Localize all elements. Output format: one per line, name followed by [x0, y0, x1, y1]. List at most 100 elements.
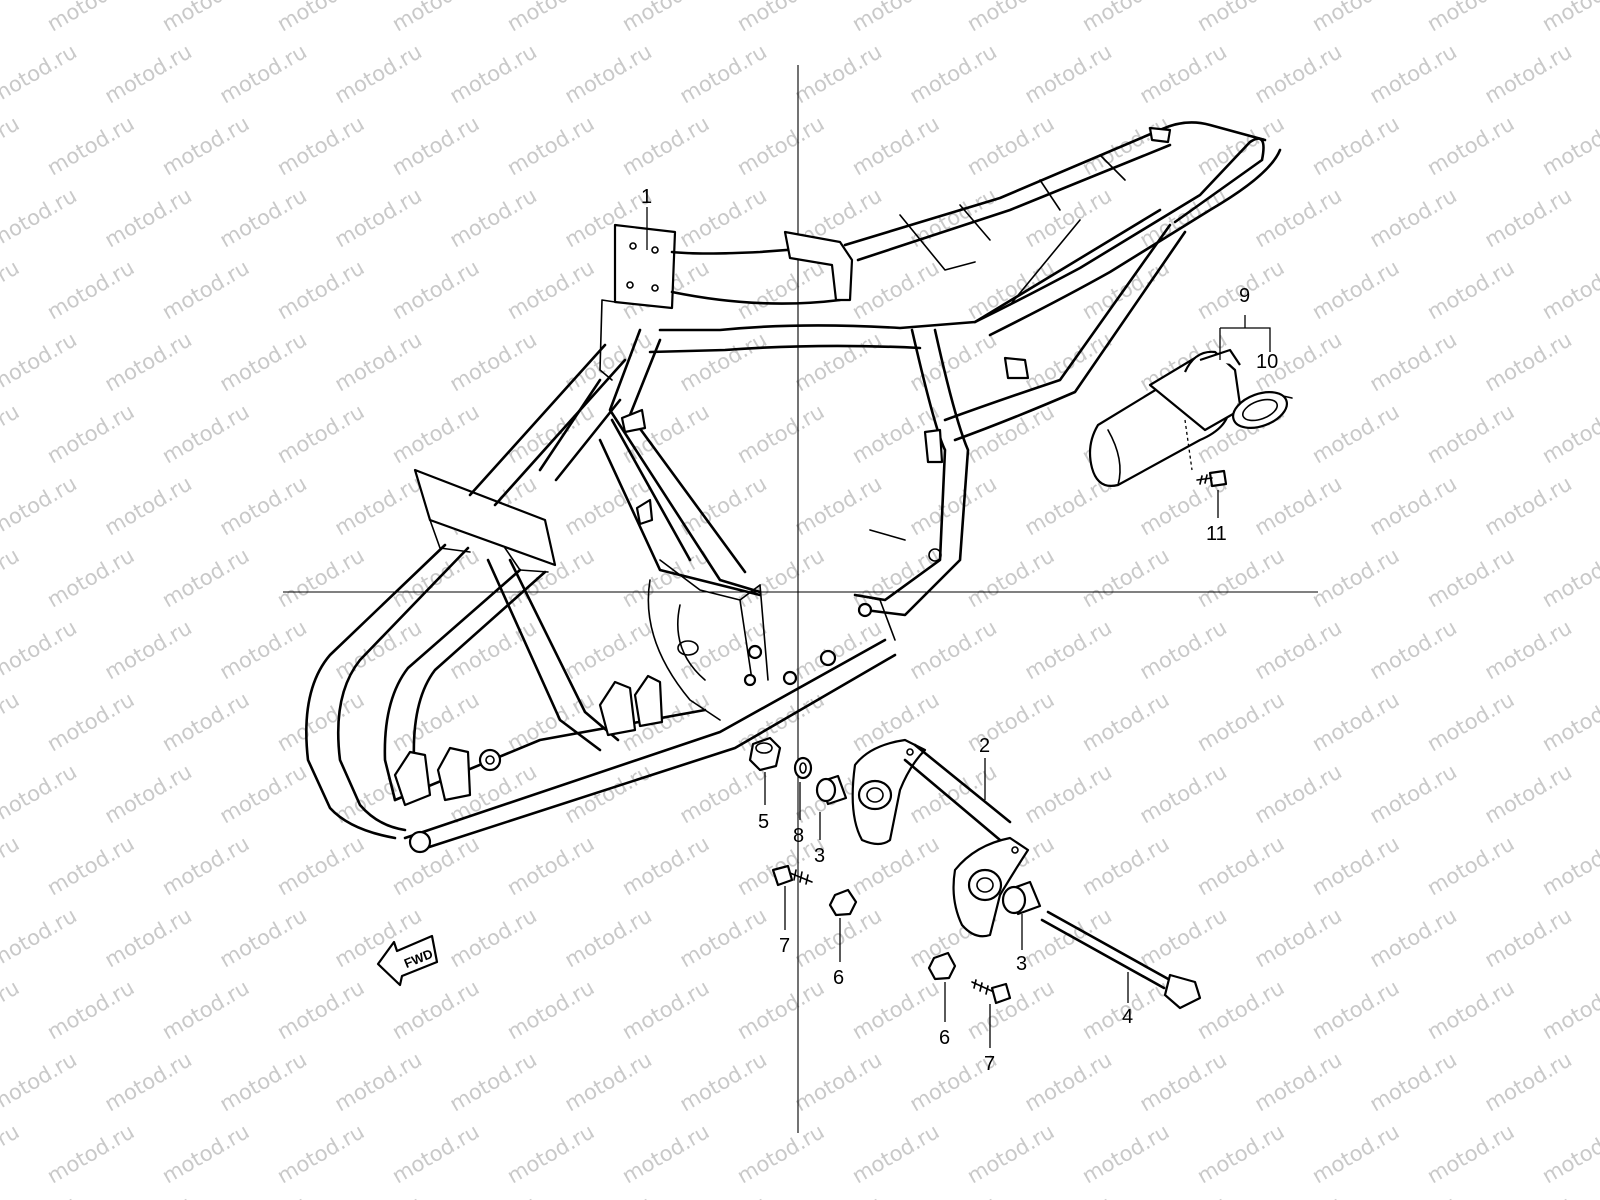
watermark-text: motod.ru: [1251, 183, 1346, 252]
watermark-text: motod.ru: [848, 255, 943, 324]
watermark-text: motod.ru: [1538, 543, 1600, 612]
watermark-text: motod.ru: [0, 543, 23, 612]
watermark-text: motod.ru: [216, 183, 311, 252]
watermark-text: motod.ru: [561, 903, 656, 972]
watermark-text: motod.ru: [0, 471, 81, 540]
watermark-text: motod.ru: [388, 255, 483, 324]
watermark-text: motod.ru: [273, 0, 368, 36]
watermark-text: motod.ru: [388, 399, 483, 468]
watermark-text: motod.ru: [1366, 903, 1461, 972]
watermark-text: motod.ru: [101, 39, 196, 108]
watermark-text: motod.ru: [1423, 543, 1518, 612]
bolt-7-left: [771, 864, 813, 887]
watermark-text: motod.ru: [1423, 975, 1518, 1044]
watermark-text: motod.ru: [1308, 399, 1403, 468]
watermark-text: motod.ru: [1136, 759, 1231, 828]
watermark-text: motod.ru: [733, 399, 828, 468]
watermark-text: motod.ru: [273, 1119, 368, 1188]
watermark-text: motod.ru: [1481, 1191, 1576, 1200]
watermark-text: motod.ru: [388, 687, 483, 756]
watermark-text: motod.ru: [0, 759, 81, 828]
watermark-text: motod.ru: [1538, 687, 1600, 756]
nut-6-right: [927, 951, 957, 981]
watermark-text: motod.ru: [331, 183, 426, 252]
watermark-text: motod.ru: [216, 39, 311, 108]
watermark-text: motod.ru: [1423, 0, 1518, 36]
watermark-text: motod.ru: [906, 1191, 1001, 1200]
watermark-text: motod.ru: [216, 759, 311, 828]
watermark-text: motod.ru: [676, 759, 771, 828]
watermark-text: motod.ru: [561, 1047, 656, 1116]
watermark-text: motod.ru: [503, 399, 598, 468]
watermark-text: motod.ru: [158, 975, 253, 1044]
watermark-text: motod.ru: [1538, 111, 1600, 180]
watermark-text: motod.ru: [1136, 1047, 1231, 1116]
watermark-text: motod.ru: [676, 471, 771, 540]
watermark-text: motod.ru: [273, 111, 368, 180]
watermark-text: motod.ru: [1596, 615, 1600, 684]
watermark-text: motod.ru: [1596, 183, 1600, 252]
watermark-text: motod.ru: [733, 1119, 828, 1188]
watermark-text: motod.ru: [43, 1119, 138, 1188]
watermark-text: motod.ru: [733, 543, 828, 612]
watermark-text: motod.ru: [0, 1191, 81, 1200]
watermark-text: motod.ru: [158, 1119, 253, 1188]
watermark-text: motod.ru: [848, 111, 943, 180]
watermark-text: motod.ru: [446, 1191, 541, 1200]
watermark-text: motod.ru: [0, 687, 23, 756]
watermark-text: motod.ru: [331, 39, 426, 108]
watermark-text: motod.ru: [1308, 0, 1403, 36]
watermark-text: motod.ru: [791, 1191, 886, 1200]
callout-2: 2: [979, 735, 990, 757]
watermark-text: motod.ru: [1423, 111, 1518, 180]
watermark-text: motod.ru: [618, 0, 713, 36]
watermark-text: motod.ru: [791, 1047, 886, 1116]
watermark-text: motod.ru: [791, 327, 886, 396]
watermark-text: motod.ru: [0, 1119, 23, 1188]
watermark-text: motod.ru: [101, 327, 196, 396]
watermark-text: motod.ru: [1423, 831, 1518, 900]
watermark-text: motod.ru: [216, 1191, 311, 1200]
watermark-text: motod.ru: [1423, 255, 1518, 324]
watermark-text: motod.ru: [216, 1047, 311, 1116]
watermark-text: motod.ru: [158, 543, 253, 612]
watermark-text: motod.ru: [43, 111, 138, 180]
watermark-text: motod.ru: [273, 399, 368, 468]
callout-1: 1: [641, 186, 652, 208]
watermark-text: motod.ru: [216, 471, 311, 540]
watermark-text: motod.ru: [1021, 615, 1116, 684]
watermark-text: motod.ru: [1596, 39, 1600, 108]
watermark-text: motod.ru: [963, 543, 1058, 612]
callout-6-right: 6: [939, 1027, 950, 1049]
watermark-text: motod.ru: [963, 255, 1058, 324]
watermark-text: motod.ru: [503, 975, 598, 1044]
watermark-text: motod.ru: [618, 111, 713, 180]
watermark-text: motod.ru: [273, 543, 368, 612]
watermark-text: motod.ru: [1366, 183, 1461, 252]
watermark-text: motod.ru: [1193, 1119, 1288, 1188]
watermark-text: motod.ru: [1021, 903, 1116, 972]
watermark-text: motod.ru: [1078, 831, 1173, 900]
watermark-text: motod.ru: [1136, 1191, 1231, 1200]
watermark-text: motod.ru: [1021, 327, 1116, 396]
callout-6-left: 6: [833, 967, 844, 989]
nut-5: [748, 736, 782, 772]
watermark-text: motod.ru: [0, 903, 81, 972]
watermark-text: motod.ru: [906, 759, 1001, 828]
watermark-text: motod.ru: [273, 687, 368, 756]
watermark-text: motod.ru: [1021, 759, 1116, 828]
watermark-text: motod.ru: [1481, 183, 1576, 252]
watermark-text: motod.ru: [158, 687, 253, 756]
callout-11: 11: [1206, 523, 1227, 545]
callout-7-right: 7: [984, 1053, 995, 1075]
watermark-text: motod.ru: [158, 255, 253, 324]
watermark-text: motod.ru: [1538, 1119, 1600, 1188]
watermark-text: motod.ru: [503, 831, 598, 900]
watermark-text: motod.ru: [1251, 1047, 1346, 1116]
watermark-text: motod.ru: [0, 399, 23, 468]
watermark-text: motod.ru: [1251, 1191, 1346, 1200]
watermark-text: motod.ru: [1021, 39, 1116, 108]
watermark-text: motod.ru: [0, 975, 23, 1044]
watermark-text: motod.ru: [791, 39, 886, 108]
